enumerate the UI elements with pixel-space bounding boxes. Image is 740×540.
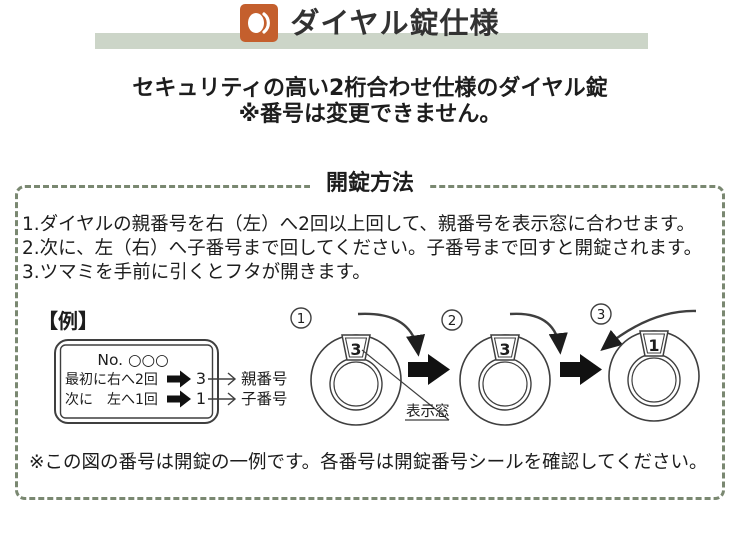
dial-3-value: 1 [648,336,659,355]
method-steps: 1.ダイヤルの親番号を右（左）へ2回以上回して、親番号を表示窓に合わせます。 2… [22,213,728,285]
intro-text: セキュリティの高い2桁合わせ仕様のダイヤル錠 ※番号は変更できません。 [0,76,740,128]
method-step-3: 3.ツマミを手前に引くとフタが開きます。 [22,262,371,283]
step-1-circle-icon [290,307,312,329]
step-2-number: 2 [448,313,457,329]
row2-pointer-arrow-icon [227,392,237,406]
dial-step-2: 2 3 [441,309,568,426]
step-3-number: 3 [597,307,606,323]
dial-step-3: 3 1 [590,303,700,422]
dial-2-value: 3 [499,340,510,359]
example-row1-text: 最初に右へ2回 [65,371,158,388]
intro-line-2: ※番号は変更できません。 [238,102,502,127]
step-1-number: 1 [297,311,306,327]
rotate-right-arrow-2-icon [509,312,568,355]
method-step-1: 1.ダイヤルの親番号を右（左）へ2回以上回して、親番号を表示窓に合わせます。 [22,214,696,235]
dial-lock-icon [240,4,279,42]
header: ダイヤル錠仕様 [0,3,740,43]
row1-arrow-icon [167,370,191,388]
parent-number-label: 親番号 [241,370,288,388]
example-row1-value: 3 [196,369,206,388]
step-2-circle-icon [441,309,463,331]
next-step-arrow-1-icon [408,354,450,385]
display-window-label: 表示窓 [406,402,450,420]
row2-arrow-icon [167,390,191,408]
example-plate: No. ○○○ 最初に右へ2回 3 親番号 次に 左へ1回 1 子番号 [54,339,288,424]
window-callout-line [361,349,450,421]
rotate-right-arrow-1-icon [357,312,426,357]
dial-step-1: 1 3 表示窓 [290,307,450,426]
unlock-diagram: 【例】 No. ○○○ 最初に右へ2回 3 親番号 次に 左へ1回 1 [38,303,700,426]
example-row2-text: 次に 左へ1回 [65,392,158,408]
footnote: ※この図の番号は開錠の一例です。各番号は開錠番号シールを確認してください。 [29,452,708,473]
example-row2-value: 1 [196,389,206,408]
dial-1-value: 3 [350,340,361,359]
next-step-arrow-2-icon [560,354,602,385]
child-number-label: 子番号 [241,390,288,408]
plate-number: No. ○○○ [97,351,168,369]
example-label: 【例】 [38,309,98,333]
method-box-title: 開錠方法 [309,169,431,199]
intro-line-1: セキュリティの高い2桁合わせ仕様のダイヤル錠 [132,76,608,101]
rotate-left-arrow-3-icon [600,309,697,352]
row1-pointer-arrow-icon [227,372,237,386]
title-underline-bar [95,33,648,49]
page-title: ダイヤル錠仕様 [290,6,500,40]
step-3-circle-icon [590,303,612,325]
method-step-2: 2.次に、左（右）へ子番号まで回してください。子番号まで回すと開錠されます。 [22,238,703,259]
